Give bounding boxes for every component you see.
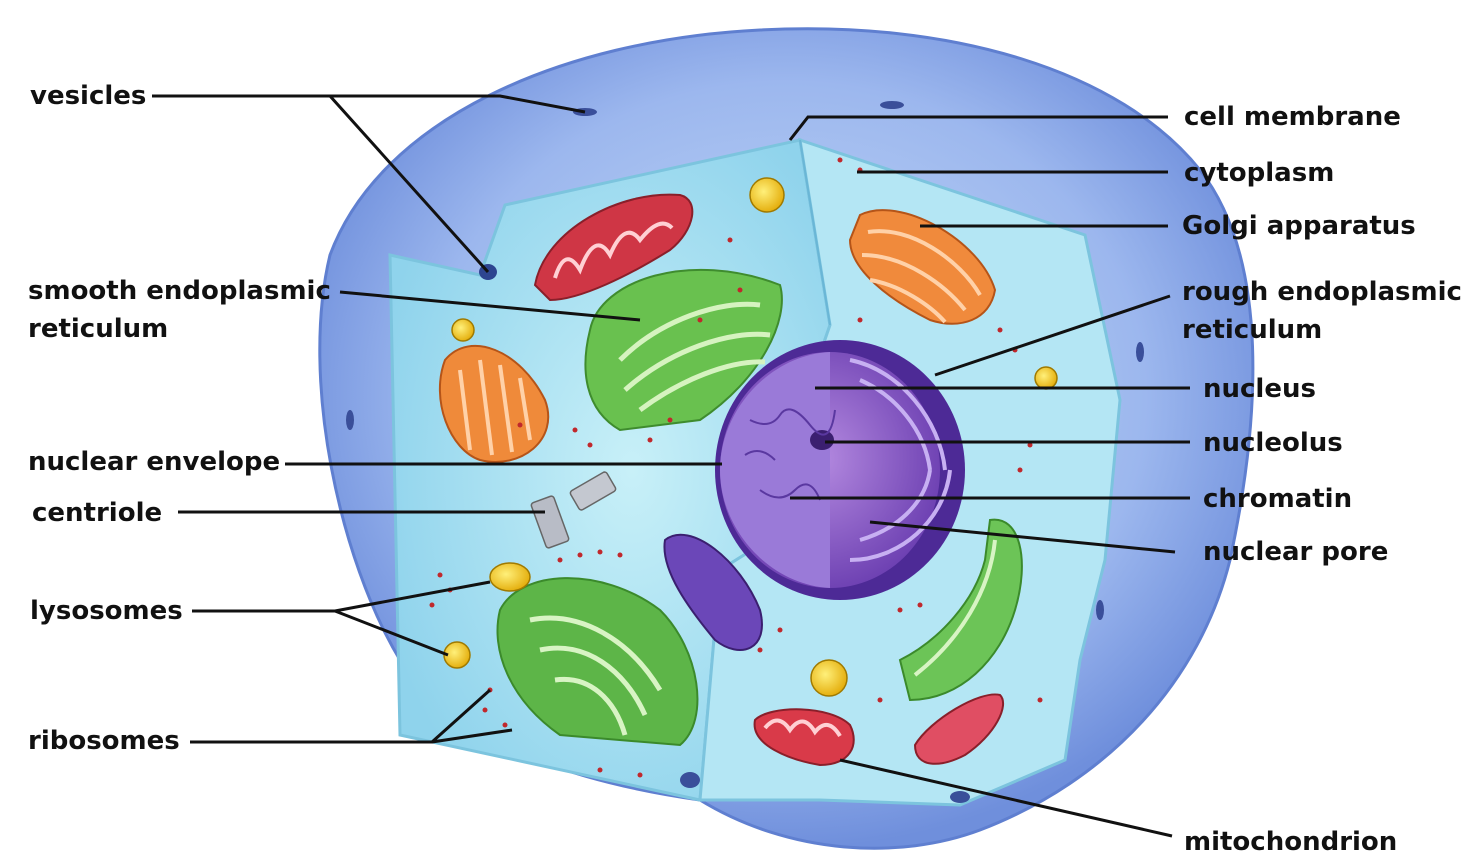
label-cell-membrane: cell membrane bbox=[1184, 98, 1401, 136]
vesicle-notch bbox=[880, 101, 904, 109]
lysosome bbox=[1035, 367, 1057, 389]
label-cytoplasm: cytoplasm bbox=[1184, 154, 1334, 192]
label-smooth-er-line2: reticulum bbox=[28, 310, 331, 348]
label-golgi: Golgi apparatus bbox=[1182, 207, 1416, 245]
vesicle-notch bbox=[1096, 600, 1104, 620]
label-ribosomes: ribosomes bbox=[28, 722, 180, 760]
label-rough-er-line2: reticulum bbox=[1182, 311, 1462, 349]
label-centriole: centriole bbox=[32, 494, 162, 532]
label-smooth-er-line1: smooth endoplasmic bbox=[28, 272, 331, 310]
label-lysosomes: lysosomes bbox=[30, 592, 183, 630]
lysosome bbox=[811, 660, 847, 696]
vesicle-notch bbox=[346, 410, 354, 430]
label-vesicles: vesicles bbox=[30, 77, 146, 115]
lysosome bbox=[452, 319, 474, 341]
vesicle-notch bbox=[1136, 342, 1144, 362]
lysosome bbox=[490, 563, 530, 591]
vesicle-notch bbox=[950, 791, 970, 803]
label-nucleus: nucleus bbox=[1203, 370, 1316, 408]
vesicle-notch bbox=[680, 772, 700, 788]
nucleolus bbox=[810, 430, 834, 450]
label-nuclear-pore: nuclear pore bbox=[1203, 533, 1388, 571]
label-nuclear-envelope: nuclear envelope bbox=[28, 443, 280, 481]
label-nucleolus: nucleolus bbox=[1203, 424, 1343, 462]
lysosome bbox=[750, 178, 784, 212]
label-rough-er-line1: rough endoplasmic bbox=[1182, 273, 1462, 311]
label-chromatin: chromatin bbox=[1203, 480, 1352, 518]
label-rough-er: rough endoplasmic reticulum bbox=[1182, 273, 1462, 349]
label-smooth-er: smooth endoplasmic reticulum bbox=[28, 272, 331, 348]
label-mitochondrion: mitochondrion bbox=[1184, 823, 1397, 861]
